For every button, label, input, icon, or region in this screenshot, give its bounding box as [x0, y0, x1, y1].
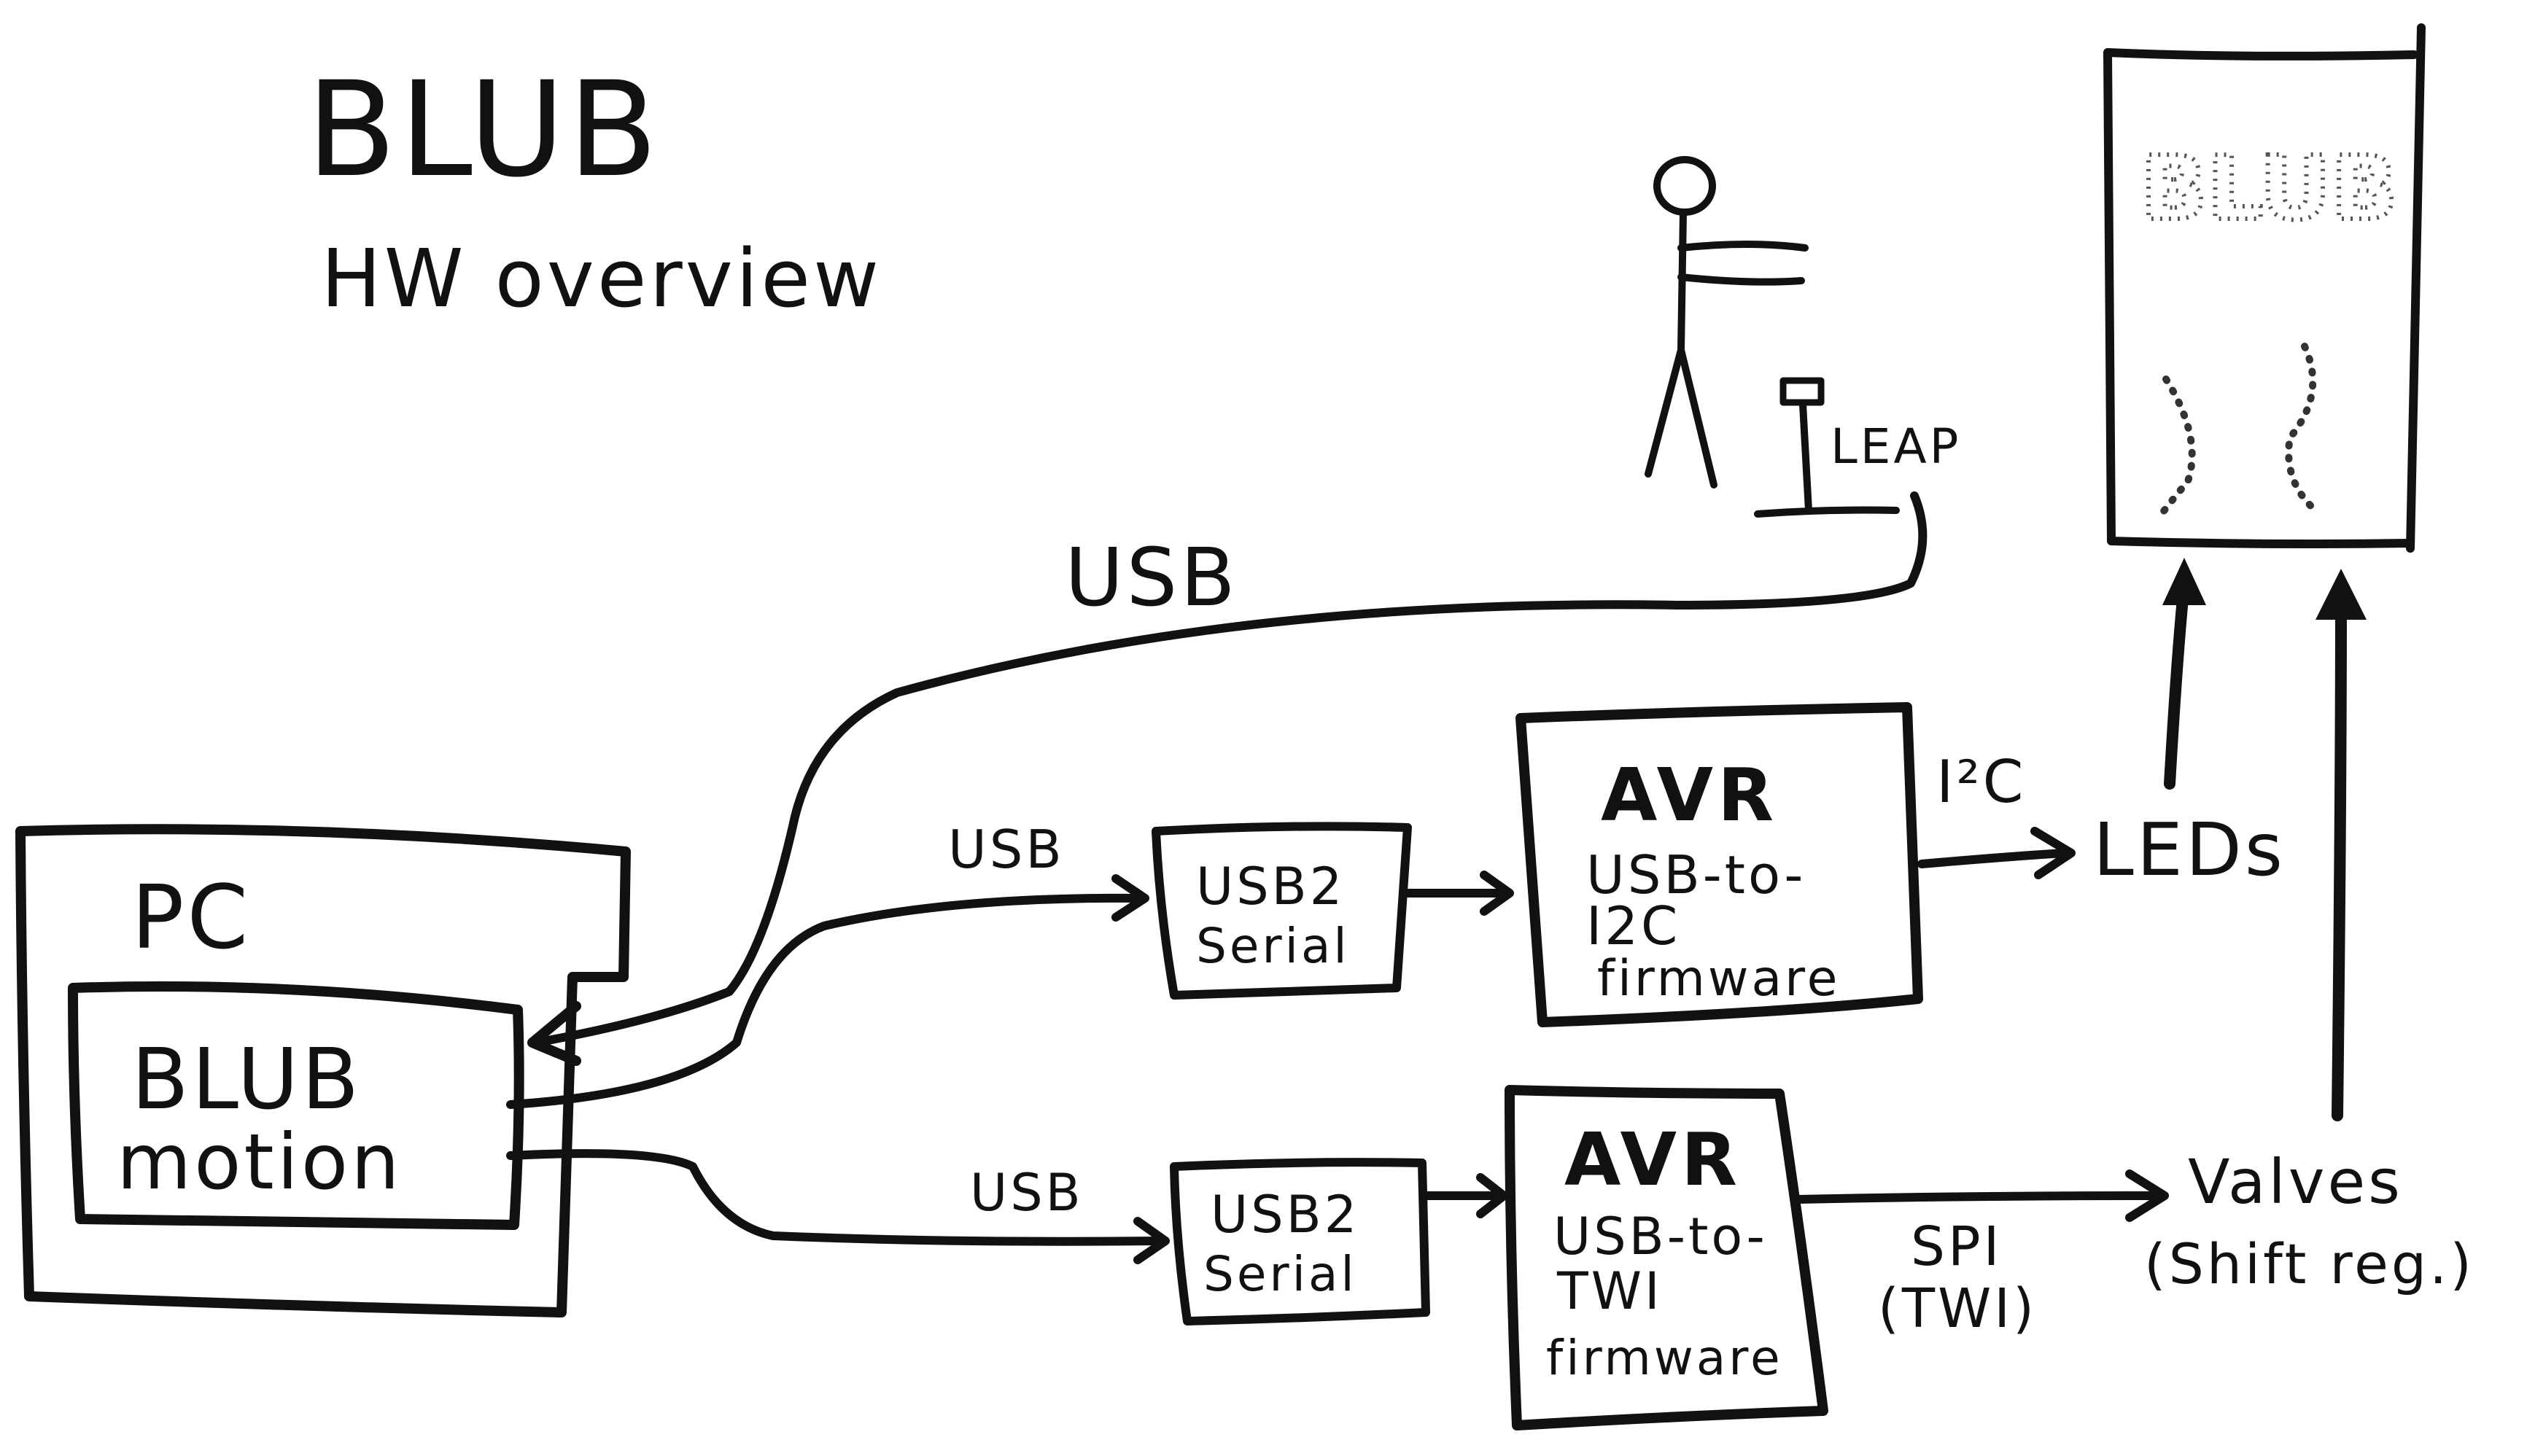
leap-stand: [1754, 401, 1900, 518]
blub-motion-box: BLUB motion: [68, 981, 524, 1230]
avr-bottom-line3: firmware: [1546, 1330, 1783, 1386]
valves-line2: (Shift reg.): [2144, 1231, 2474, 1296]
edge-serial-top-to-avr-top: [1400, 871, 1514, 916]
edge-avr-bottom-to-valves-line: [1793, 1191, 2163, 1204]
user-stick-figure: [1645, 156, 1809, 488]
usb2serial-top-outline: [1152, 822, 1412, 1000]
avr-bottom-line2: TWI: [1556, 1261, 1663, 1321]
leds-label: LEDs: [2093, 807, 2286, 892]
edge-avr-top-to-leds-arrowhead: [2030, 827, 2076, 879]
pc-box-outline: [15, 824, 631, 1317]
edge-avr-bottom-to-valves-arrowhead: [2125, 1169, 2169, 1222]
edge-serial-bottom-to-avr-bottom-arrowhead: [1476, 1173, 1508, 1218]
avr-top-box: AVR USB-to- I2C firmware: [1515, 702, 1923, 1027]
blub-motion-outline: [68, 981, 524, 1230]
edge-pc-to-serial-top-arrowhead: [1111, 874, 1149, 922]
edge-leap-to-pc-arrowhead: [527, 1001, 581, 1066]
leap-sensor: LEAP: [1754, 377, 1961, 518]
edge-avr-top-to-leds-label: I²C: [1936, 748, 2027, 816]
usb2serial-bottom-line1: USB2: [1211, 1185, 1359, 1245]
valves-line1: Valves: [2188, 1146, 2403, 1218]
edge-avr-bottom-to-valves: SPI (TWI): [1793, 1169, 2169, 1340]
edge-avr-bottom-to-valves-label1: SPI: [1911, 1215, 2002, 1278]
edge-pc-to-serial-top: USB: [506, 819, 1149, 1109]
edge-pc-to-serial-bottom-line: [506, 1149, 1164, 1246]
avr-top-line3: firmware: [1597, 950, 1840, 1008]
diagram-title: BLUB HW overview: [306, 54, 882, 325]
edge-pc-to-serial-top-line: [506, 893, 1142, 1109]
edge-pc-to-serial-bottom-label: USB: [970, 1163, 1084, 1223]
usb2serial-top-line2: Serial: [1196, 918, 1350, 974]
edge-avr-bottom-to-valves-label2: (TWI): [1878, 1277, 2037, 1340]
edge-valves-to-display: [2316, 569, 2367, 1121]
figure-body: [1677, 209, 1687, 354]
usb2serial-top-line1: USB2: [1196, 857, 1345, 916]
display-droplets-right: [2285, 343, 2319, 514]
edge-pc-to-serial-bottom: USB: [506, 1149, 1170, 1264]
title-subtitle: HW overview: [321, 232, 882, 325]
edge-leap-to-pc: USB: [527, 491, 1928, 1066]
avr-bottom-title: AVR: [1564, 1117, 1742, 1202]
edge-leap-to-pc-label: USB: [1065, 531, 1238, 624]
blub-motion-line2: motion: [117, 1118, 403, 1207]
usb2serial-bottom-outline: [1170, 1158, 1430, 1325]
edge-avr-top-to-leds-line: [1917, 849, 2068, 868]
edge-serial-top-to-avr-top-arrowhead: [1480, 871, 1514, 916]
pc-box: PC: [15, 824, 631, 1317]
display-outline: [2103, 23, 2426, 553]
avr-top-title: AVR: [1601, 752, 1778, 838]
valves-node: Valves (Shift reg.): [2144, 1146, 2474, 1296]
blub-motion-line1: BLUB: [131, 1031, 362, 1129]
edge-leds-to-display-arrowhead: [2162, 558, 2206, 605]
avr-top-line2: I2C: [1586, 895, 1680, 957]
avr-bottom-outline: [1505, 1085, 1828, 1430]
figure-arms: [1677, 241, 1809, 286]
avr-bottom-box: AVR USB-to- TWI firmware: [1505, 1085, 1828, 1430]
pc-label: PC: [131, 868, 251, 969]
edge-avr-top-to-leds: I²C: [1917, 748, 2076, 879]
figure-legs: [1645, 346, 1717, 488]
avr-top-line1: USB-to-: [1586, 844, 1806, 906]
avr-bottom-line1: USB-to-: [1553, 1207, 1768, 1266]
leap-label: LEAP: [1831, 418, 1961, 475]
usb2serial-bottom-line2: Serial: [1203, 1246, 1357, 1302]
avr-top-outline: [1515, 702, 1923, 1027]
edge-valves-to-display-line: [2332, 592, 2347, 1121]
title-main: BLUB: [306, 54, 661, 206]
display-text: BLUB: [2140, 139, 2398, 240]
edge-valves-to-display-arrowhead: [2316, 569, 2367, 620]
edge-leds-to-display: [2162, 558, 2206, 790]
edge-pc-to-serial-top-label: USB: [948, 819, 1065, 880]
edge-leap-to-pc-line: [532, 491, 1928, 1047]
usb2serial-top-box: USB2 Serial: [1152, 822, 1412, 1000]
edge-serial-bottom-to-avr-bottom: [1421, 1173, 1508, 1218]
usb2serial-bottom-box: USB2 Serial: [1170, 1158, 1430, 1325]
display-panel: BLUB: [2103, 23, 2426, 553]
edge-pc-to-serial-bottom-arrowhead: [1133, 1217, 1170, 1264]
